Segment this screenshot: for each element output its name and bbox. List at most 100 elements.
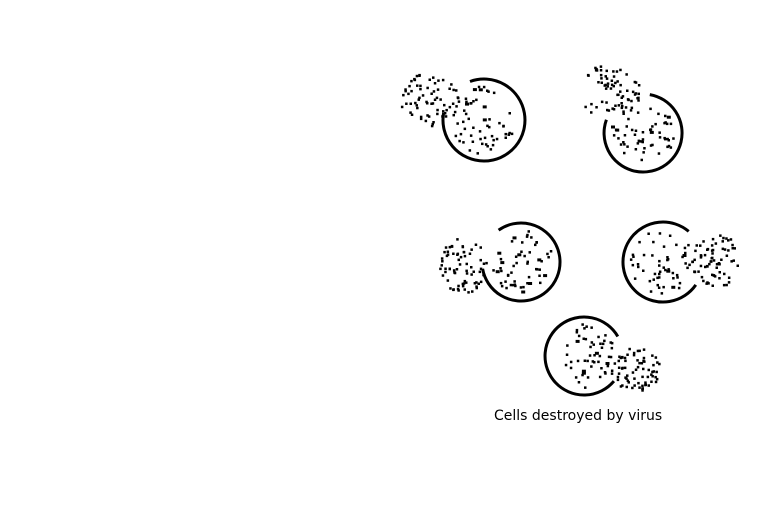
virus-particle [597, 81, 600, 84]
virus-particle [634, 368, 638, 371]
particle [470, 102, 473, 105]
particle [627, 117, 630, 121]
virus-particle [641, 389, 644, 392]
virus-particle [725, 254, 729, 257]
particle [526, 260, 529, 264]
virus-particle [625, 385, 628, 389]
virus-particle [446, 250, 450, 253]
virus-particle [620, 106, 624, 110]
virus-particle [619, 385, 623, 388]
virus-particle [426, 86, 429, 90]
virus-particle [463, 288, 466, 291]
particle [636, 263, 640, 266]
virus-particle [445, 108, 448, 112]
virus-particle [465, 281, 468, 284]
particle [631, 263, 635, 267]
virus-particle [433, 98, 437, 101]
particle [585, 325, 588, 328]
virus-particle [619, 83, 622, 87]
virus-particle [478, 270, 482, 274]
particle [636, 142, 640, 145]
virus-particle [616, 375, 620, 379]
virus-particle [414, 101, 417, 105]
virus-particle [437, 79, 440, 82]
virus-particle [620, 96, 623, 99]
particle [648, 279, 652, 283]
virus-particle [733, 247, 736, 250]
virus-particle [444, 270, 447, 274]
virus-particle [452, 113, 455, 117]
particle [669, 122, 673, 126]
virus-particle [647, 368, 650, 372]
virus-particle [621, 95, 625, 98]
virus-particle [627, 98, 630, 102]
virus-particle [610, 79, 614, 82]
particle [486, 89, 489, 92]
particle [610, 341, 614, 345]
particle [676, 276, 679, 279]
virus-particle [711, 284, 714, 287]
virus-particle [436, 108, 439, 112]
particle [606, 364, 610, 368]
virus-particle [725, 237, 728, 240]
particle [607, 355, 611, 359]
particle [477, 85, 481, 89]
virus-particle [410, 113, 414, 116]
particle [672, 137, 675, 140]
virus-particle [641, 387, 644, 390]
virus-particle [727, 249, 730, 252]
virus-particle [448, 105, 452, 109]
virus-particle [426, 114, 429, 117]
virus-particle [444, 246, 448, 249]
particle [526, 262, 529, 265]
virus-particle [727, 239, 730, 242]
particle [649, 107, 652, 111]
particle [508, 112, 511, 115]
particle [469, 134, 473, 137]
virus-particle [402, 93, 405, 97]
cell-4 [621, 220, 739, 304]
particle [537, 258, 542, 262]
virus-particle [452, 288, 455, 292]
virus-particle [600, 77, 603, 80]
virus-particle [448, 267, 451, 270]
virus-particle [630, 99, 633, 103]
particle [486, 124, 489, 128]
particle [584, 386, 587, 389]
virus-particle [626, 379, 630, 382]
virus-particle [694, 249, 697, 253]
virus-particle [475, 281, 478, 284]
virus-particle [622, 112, 625, 115]
particle [534, 243, 537, 247]
virus-particle [709, 260, 712, 263]
cell-1 [400, 73, 527, 163]
particle [581, 369, 586, 373]
virus-particle [642, 356, 646, 360]
virus-particle [699, 264, 703, 268]
virus-particle [594, 69, 598, 72]
particle [515, 261, 518, 265]
virus-particle [610, 83, 614, 87]
particle [609, 341, 612, 344]
virus-particle [712, 259, 716, 262]
particle [666, 115, 671, 119]
virus-particle [465, 262, 468, 266]
particle [500, 269, 503, 273]
particle [675, 273, 679, 277]
virus-particle [595, 106, 598, 109]
virus-particle [606, 108, 609, 112]
particle [633, 277, 637, 280]
particle [633, 133, 637, 136]
virus-particle [604, 87, 608, 90]
virus-particle [418, 96, 421, 100]
virus-particle [461, 284, 465, 288]
virus-particle [431, 122, 434, 126]
virus-particle [654, 380, 658, 384]
particle [662, 245, 666, 248]
particle [677, 286, 681, 290]
particle [640, 140, 644, 143]
particle [590, 341, 594, 344]
particle [472, 126, 475, 129]
particle [643, 147, 646, 150]
virus-particle [695, 244, 698, 247]
